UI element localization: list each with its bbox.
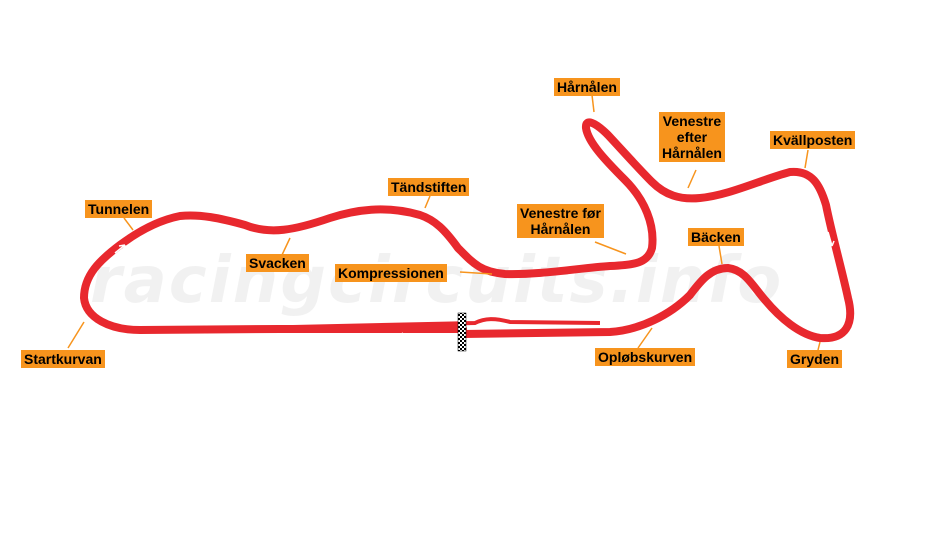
start-finish-line [457,312,467,352]
corner-label-venestre-efter-harnalen: Venestre efter Hårnålen [659,112,725,162]
corner-label-svacken: Svacken [246,254,309,272]
corner-label-line: efter [676,129,708,145]
track-circuit [80,118,855,343]
corner-label-gryden: Gryden [787,350,843,368]
corner-label-venestre-for-harnalen: Venestre før Hårnålen [517,204,604,238]
corner-label-oplobskurven: Opløbskurven [595,348,696,366]
corner-label-line: Venestre før [520,205,601,221]
corner-label-harnalen: Hårnålen [554,78,620,96]
direction-arrow-harnalen [607,175,619,191]
pit-lane [199,317,601,331]
direction-arrow-main-straight [397,332,412,340]
corner-label-line: Hårnålen [530,221,591,237]
corner-label-tunnelen: Tunnelen [85,200,153,218]
direction-arrow-kvallposten [827,231,835,247]
corner-label-line: Hårnålen [662,145,722,161]
corner-label-kompressionen: Kompressionen [335,264,447,282]
corner-label-startkurvan: Startkurvan [21,350,105,368]
corner-label-tandstiften: Tändstiften [388,178,470,196]
label-leader-lines [67,94,821,351]
direction-arrow-tunnelen [114,244,126,254]
corner-label-kvallposten: Kvällposten [770,131,856,149]
corner-label-line: Venestre [662,113,722,129]
corner-label-backen: Bäcken [688,228,744,246]
